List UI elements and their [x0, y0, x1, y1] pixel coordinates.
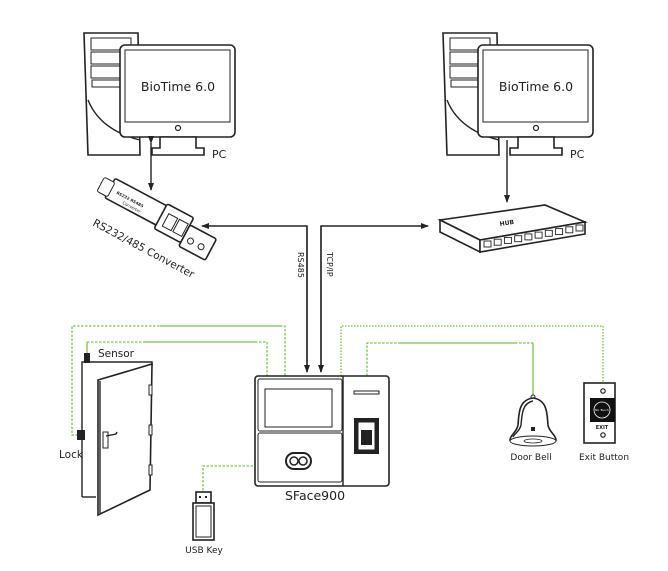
hub-port	[524, 233, 533, 241]
tcpip-label: TCP/IP	[325, 251, 334, 277]
network-hub-icon: HUB	[437, 204, 588, 254]
device-screen	[264, 388, 333, 428]
exit-button-label: Exit Button	[579, 453, 629, 463]
pc-right-screen-text: BioTime 6.0	[499, 79, 573, 94]
hub-label: HUB	[499, 219, 515, 228]
usb-wire	[202, 465, 253, 496]
hub-ports	[483, 224, 584, 248]
pc-left-label: PC	[212, 148, 227, 161]
pc-left-screen-text: BioTime 6.0	[141, 79, 215, 94]
hub-port	[575, 224, 584, 232]
hub-port	[544, 229, 553, 237]
sensor-icon	[84, 353, 90, 363]
pc-left: BioTime 6.0 PC	[83, 32, 236, 161]
door-bell-icon: Door Bell	[509, 394, 557, 463]
pc-right-label: PC	[570, 148, 585, 161]
exit-face-text: No Touch	[595, 408, 609, 412]
exit-text: EXIT	[596, 425, 609, 431]
door: Sensor Lock	[59, 348, 153, 517]
hub-port	[493, 238, 502, 246]
rs485-label: RS485	[296, 252, 305, 278]
hub-port	[555, 228, 564, 236]
monitor-icon	[477, 44, 594, 156]
exit-button-icon: No Touch EXIT Exit Button	[579, 382, 629, 463]
hub-port	[503, 236, 512, 244]
lock-icon	[77, 430, 85, 440]
pc-right: BioTime 6.0 PC	[442, 32, 594, 161]
sensor-wire	[86, 341, 268, 376]
camera-icon	[285, 452, 312, 470]
lock-wire	[71, 325, 286, 436]
hub-port	[514, 235, 523, 243]
rs232-485-converter-icon: RS232 RS485 Converter RS232/485 Converte…	[91, 177, 217, 281]
lock-label: Lock	[59, 449, 84, 461]
tcpip-line	[320, 223, 429, 372]
card-slot	[353, 390, 380, 395]
door-bell-wire	[366, 342, 534, 395]
monitor-icon	[119, 44, 236, 156]
rs485-line	[201, 223, 308, 372]
door-handle-icon	[102, 431, 118, 449]
door-bell-label: Door Bell	[510, 453, 551, 463]
hub-port	[534, 231, 543, 239]
usb-key-icon: USB Key	[185, 491, 223, 556]
fingerprint-sensor-icon	[354, 418, 379, 454]
hub-port	[565, 226, 574, 234]
exit-button-wire	[340, 325, 604, 384]
sface900-device: SFace900	[254, 375, 390, 503]
hub-port	[483, 240, 492, 248]
sensor-label: Sensor	[98, 348, 135, 360]
usb-label: USB Key	[185, 546, 223, 556]
device-label: SFace900	[285, 488, 345, 503]
